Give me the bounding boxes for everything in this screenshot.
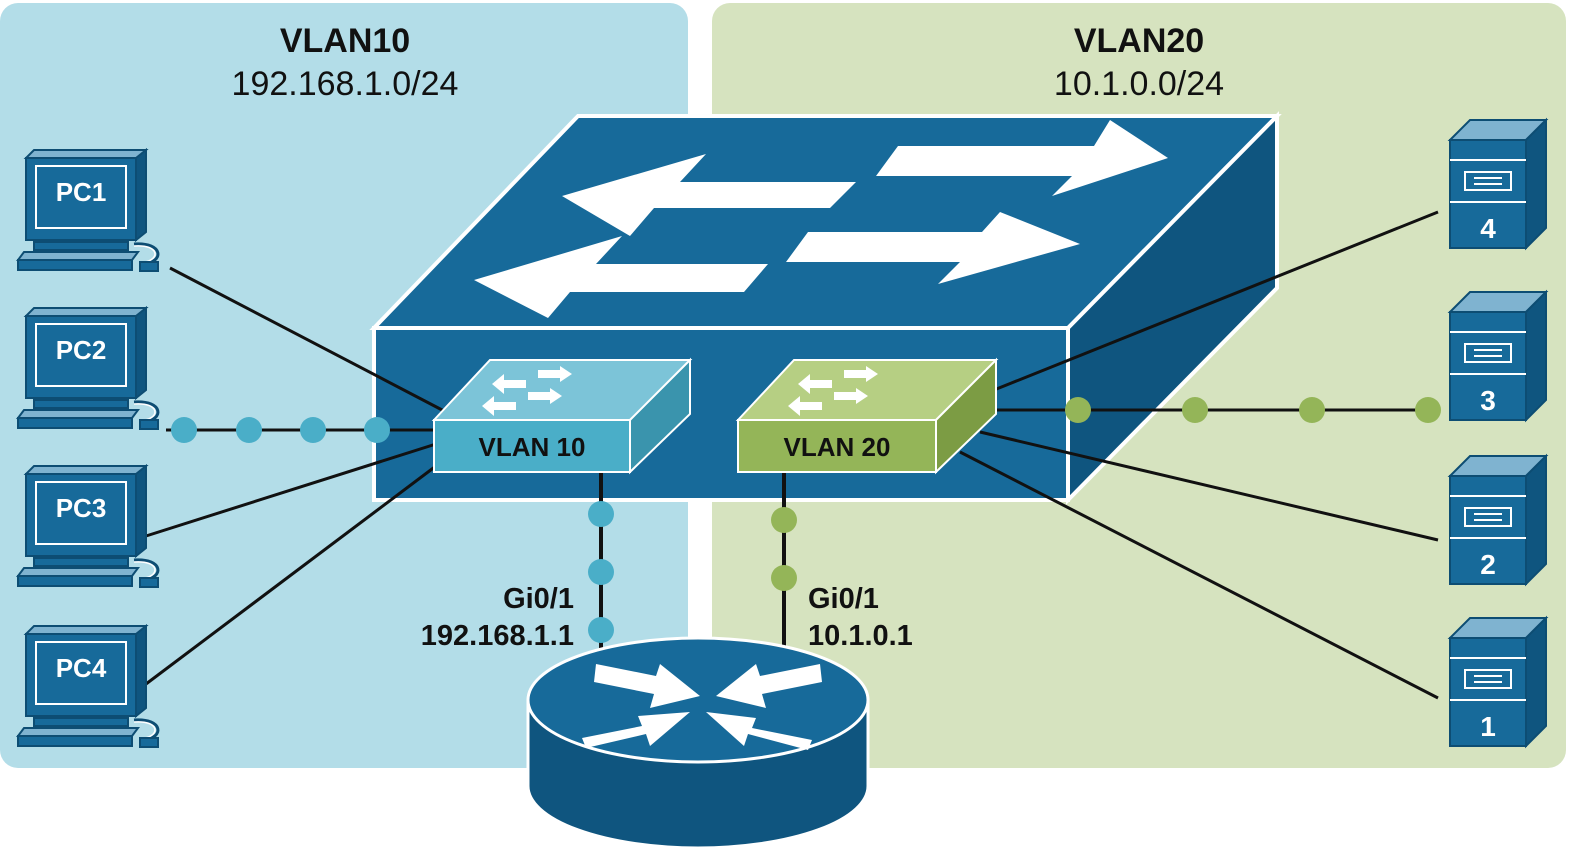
layer3-switch-icon: [369, 111, 1282, 505]
vlan20-switch: VLAN 20: [735, 357, 999, 475]
pc2: PC2: [16, 306, 160, 431]
pc3-label: PC3: [56, 493, 107, 523]
pc3: PC3: [16, 464, 160, 589]
pc-icon: [16, 624, 160, 749]
vlan10-switch-label: VLAN 10: [479, 432, 586, 462]
router-port-vlan20-interface: Gi0/1: [808, 583, 879, 615]
vlan20-switch-label: VLAN 20: [784, 432, 891, 462]
switch-arrow-left-icon: [562, 154, 856, 236]
switch-arrow-right-icon: [786, 212, 1080, 284]
vlan10-switch: VLAN 10: [431, 357, 693, 475]
router-port-vlan10-interface: Gi0/1: [503, 583, 574, 615]
server-4-label: 4: [1480, 213, 1496, 244]
router-port-vlan20-ip: 10.1.0.1: [808, 620, 913, 652]
switch-arrow-right-icon: [876, 120, 1168, 196]
link-server-2: [979, 430, 1439, 542]
server-3: 3: [1449, 291, 1547, 421]
vlan10-subnet: 192.168.1.0/24: [232, 65, 459, 103]
vlan20-title: VLAN20: [1074, 22, 1204, 60]
server-2: 2: [1449, 455, 1547, 585]
switch-arrow-left-icon: [474, 236, 768, 318]
server-2-label: 2: [1480, 549, 1496, 580]
pc-icon: [16, 306, 160, 431]
link-pc4: [145, 464, 437, 686]
server-icon: [1449, 119, 1547, 249]
server-icon: [1449, 455, 1547, 585]
server-icon: [1449, 617, 1547, 747]
pc4: PC4: [16, 624, 160, 749]
pc1-label: PC1: [56, 177, 107, 207]
pc-icon: [16, 148, 160, 273]
vlan10-title: VLAN10: [280, 22, 410, 60]
server-4: 4: [1449, 119, 1547, 249]
router-port-vlan10-ip: 192.168.1.1: [421, 620, 574, 652]
pc1: PC1: [16, 148, 160, 273]
server-1: 1: [1449, 617, 1547, 747]
link-server-1: [959, 450, 1439, 700]
router-icon: [526, 636, 870, 850]
pc-icon: [16, 464, 160, 589]
link-pc3: [145, 442, 437, 538]
pc2-label: PC2: [56, 335, 107, 365]
vlan20-path-dots: [771, 397, 1441, 591]
server-icon: [1449, 291, 1547, 421]
link-pc1: [169, 266, 447, 414]
server-1-label: 1: [1480, 711, 1496, 742]
vlan10-path-dots: [171, 417, 614, 643]
pc4-label: PC4: [56, 653, 107, 683]
link-server-4: [993, 210, 1439, 392]
server-3-label: 3: [1480, 385, 1496, 416]
vlan20-subnet: 10.1.0.0/24: [1054, 65, 1224, 103]
